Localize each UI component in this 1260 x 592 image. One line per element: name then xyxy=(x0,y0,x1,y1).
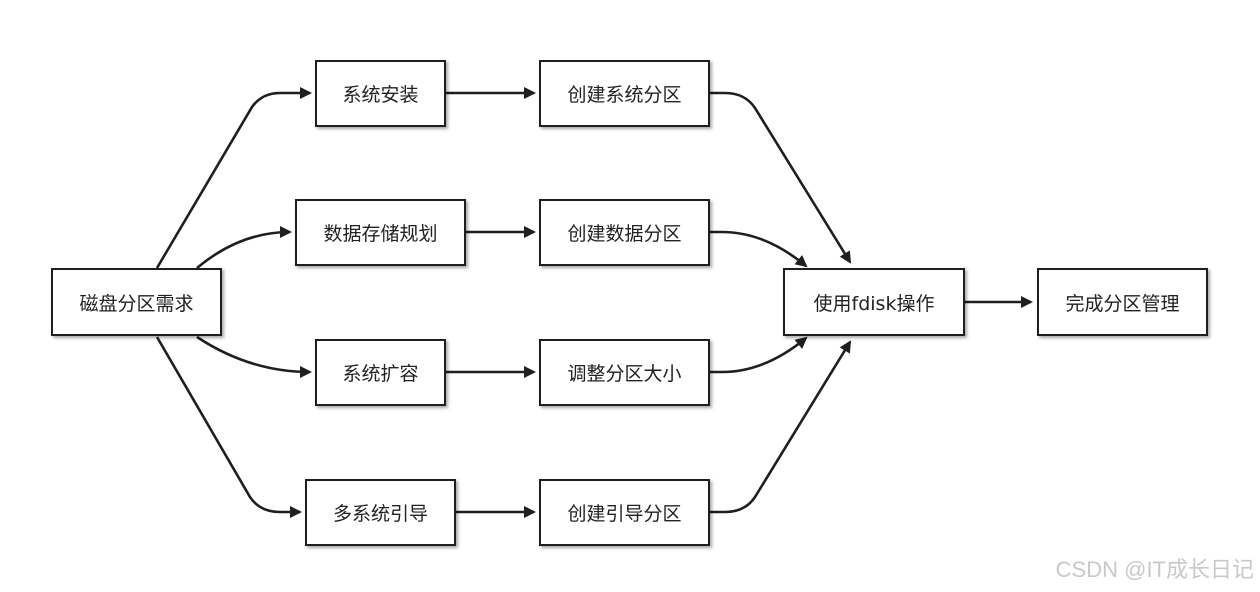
node-resize-partition: 调整分区大小 xyxy=(539,339,710,406)
node-create-system-partition: 创建系统分区 xyxy=(539,60,710,127)
node-system-install: 系统安装 xyxy=(315,60,446,127)
edge-root-to-sys-expand xyxy=(196,335,312,378)
node-system-expansion: 系统扩容 xyxy=(315,339,446,406)
watermark-text: CSDN @IT成长日记 xyxy=(1055,557,1254,582)
edge-create-boot-to-fdisk xyxy=(710,340,852,514)
node-disk-partition-needs: 磁盘分区需求 xyxy=(51,268,222,336)
node-multi-system-boot: 多系统引导 xyxy=(305,479,456,546)
edge-root-to-storage-plan xyxy=(196,226,292,269)
edge-create-data-to-fdisk xyxy=(710,230,808,268)
node-create-data-partition: 创建数据分区 xyxy=(539,199,710,266)
edge-resize-to-fdisk xyxy=(710,336,808,374)
node-partition-management-complete: 完成分区管理 xyxy=(1037,268,1208,336)
edge-root-to-sys-install xyxy=(155,87,312,269)
node-create-boot-partition: 创建引导分区 xyxy=(539,479,710,546)
edge-create-sys-to-fdisk xyxy=(710,91,852,264)
node-data-storage-planning: 数据存储规划 xyxy=(295,199,466,266)
node-use-fdisk: 使用fdisk操作 xyxy=(783,268,965,336)
edge-root-to-multi-boot xyxy=(155,336,302,518)
